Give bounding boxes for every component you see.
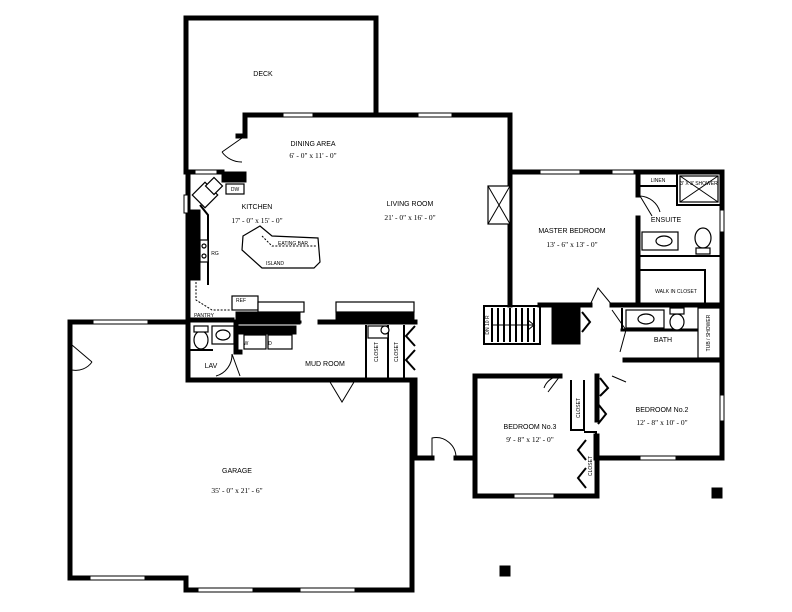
island-label: ISLAND <box>266 261 284 267</box>
mudroom-label: MUD ROOM <box>305 361 345 368</box>
master-label: MASTER BEDROOM <box>538 228 605 235</box>
garage-label: GARAGE <box>222 468 252 475</box>
lav-label: LAV <box>205 363 218 370</box>
garage <box>67 319 415 593</box>
shower-label: 3' X 3' SHOWER <box>680 181 718 187</box>
windows <box>89 112 725 593</box>
eating-bar-label: EATING BAR <box>278 241 308 247</box>
dining-label: DINING AREA <box>290 141 335 148</box>
pantry-label: PANTRY <box>194 313 214 319</box>
dw-label: DW <box>231 187 240 193</box>
doors <box>71 137 661 489</box>
living-size: 21' - 0" x 16' - 0" <box>384 213 435 222</box>
bedroom2-label: BEDROOM No.2 <box>636 407 689 414</box>
walk-in-closet-label: WALK IN CLOSET <box>655 289 697 295</box>
stairs <box>491 308 536 342</box>
living-label: LIVING ROOM <box>387 201 434 208</box>
closet-label-2: CLOSET <box>394 342 400 362</box>
dryer-label: D <box>268 341 272 347</box>
marker-bottom <box>499 565 511 577</box>
rg-label: RG <box>211 251 219 257</box>
washer-label: W <box>244 341 249 347</box>
tub-shower-label: TUB / SHOWER <box>706 314 712 351</box>
kitchen-label: KITCHEN <box>242 204 273 211</box>
bedroom3-size: 9' - 8" x 12' - 0" <box>506 435 554 444</box>
ensuite-label: ENSUITE <box>651 217 682 224</box>
closet-label-3: CLOSET <box>576 398 582 418</box>
closet-label-1: CLOSET <box>374 342 380 362</box>
master-size: 13' - 6" x 13' - 0" <box>546 240 597 249</box>
kitchen-size: 17' - 0" x 15' - 0" <box>231 216 282 225</box>
closet-label-4: CLOSET <box>588 456 594 476</box>
room-labels: DECK DINING AREA 6' - 0" x 11' - 0" LIVI… <box>194 71 688 495</box>
marker-right <box>711 487 723 499</box>
deck-label: DECK <box>253 71 273 78</box>
kitchen-fixtures <box>187 171 415 350</box>
ref-label: REF <box>236 298 246 304</box>
garage-size: 35' - 0" x 21' - 6" <box>211 486 262 495</box>
linen-label: LINEN <box>651 178 666 184</box>
bedroom3-label: BEDROOM No.3 <box>504 424 557 431</box>
bath-label: BATH <box>654 337 672 344</box>
stair-note: DN 10 R <box>485 315 491 335</box>
bedroom2-size: 12' - 8" x 10' - 0" <box>636 418 687 427</box>
deck <box>183 15 379 175</box>
fixture-labels: EATING BAR ISLAND DW RG REF W D LINEN 3'… <box>211 178 718 476</box>
bath-fixtures <box>625 175 721 359</box>
dining-size: 6' - 0" x 11' - 0" <box>289 151 336 160</box>
interior-walls <box>187 169 725 492</box>
